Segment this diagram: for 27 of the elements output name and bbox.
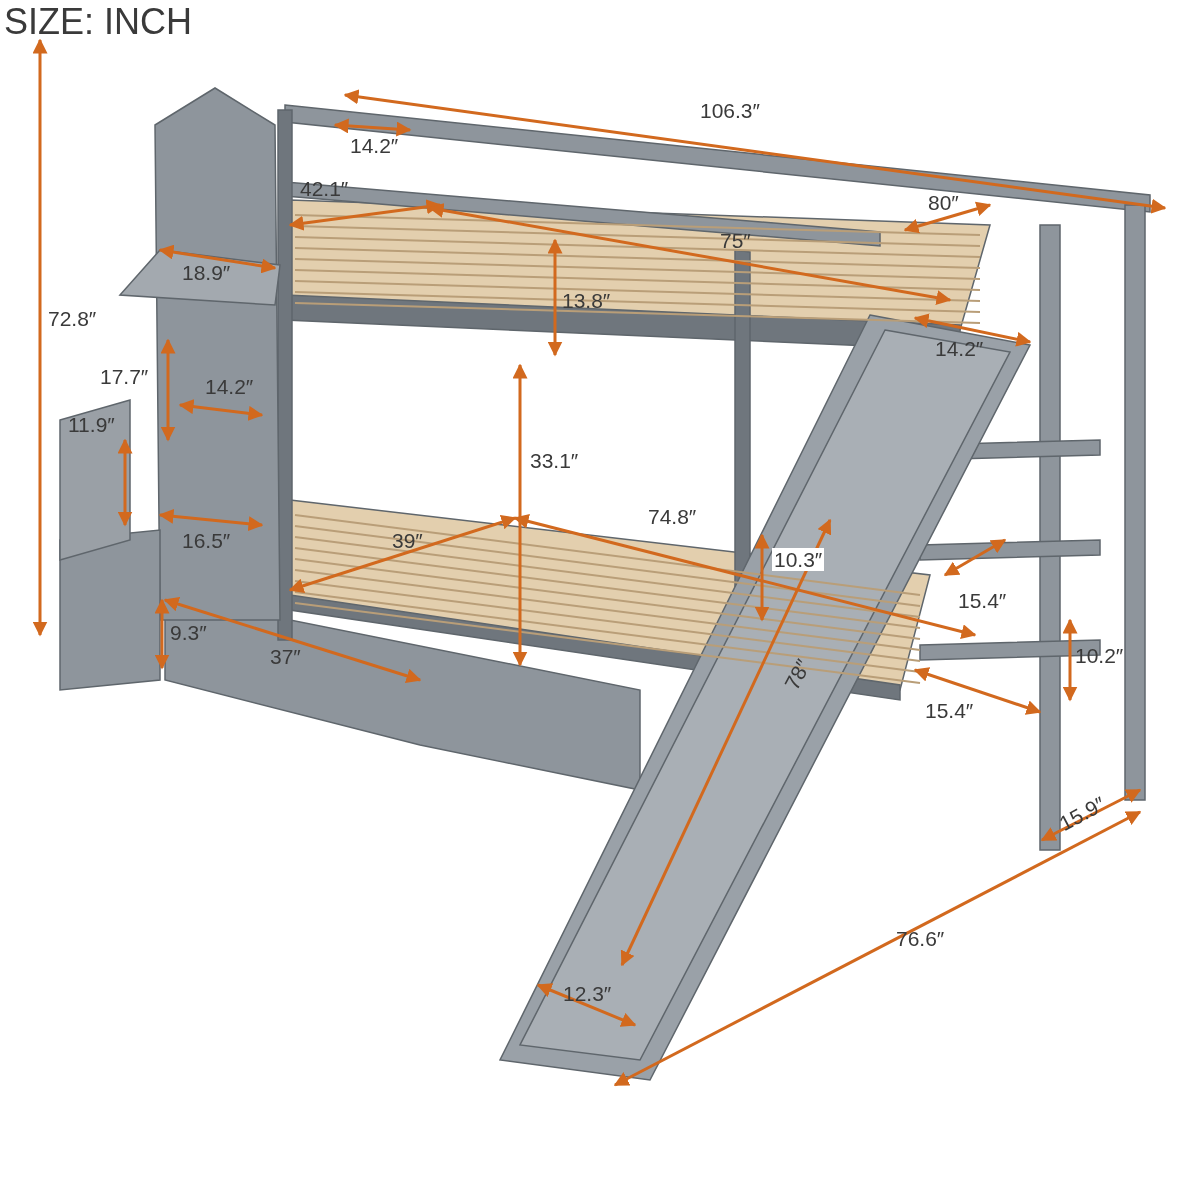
dimension-label: 72.8″ [48, 308, 97, 329]
dimension-label: 106.3″ [700, 100, 760, 121]
dimension-label: 37″ [270, 646, 301, 667]
dimension-label: 76.6″ [896, 928, 945, 949]
dimension-label: 15.4″ [958, 590, 1007, 611]
dimension-label: 80″ [928, 192, 959, 213]
dimension-label: 18.9″ [182, 262, 231, 283]
dimension-label: 13.8″ [562, 290, 611, 311]
dimension-label: 16.5″ [182, 530, 231, 551]
dimension-label: 33.1″ [530, 450, 579, 471]
dimension-label: 78″ [780, 655, 814, 694]
dimension-label: 12.3″ [563, 983, 612, 1004]
dimension-label: 14.2″ [350, 135, 399, 156]
dimension-label: 15.4″ [925, 700, 974, 721]
dimension-label: 14.2″ [935, 338, 984, 359]
dimension-label: 75″ [720, 230, 751, 251]
dimension-label: 11.9″ [68, 414, 115, 435]
dimension-label: 15.9″ [1055, 792, 1109, 835]
dimension-label: 14.2″ [205, 376, 254, 397]
dimension-label: 10.3″ [772, 548, 825, 571]
title: SIZE: INCH [4, 4, 192, 40]
dimension-label: 9.3″ [170, 622, 207, 643]
dimension-label: 39″ [392, 530, 423, 551]
dimension-label: 42.1″ [300, 178, 349, 199]
dimension-label: 17.7″ [100, 366, 149, 387]
dimension-label: 10.2″ [1075, 645, 1124, 666]
dimension-label: 74.8″ [648, 506, 697, 527]
